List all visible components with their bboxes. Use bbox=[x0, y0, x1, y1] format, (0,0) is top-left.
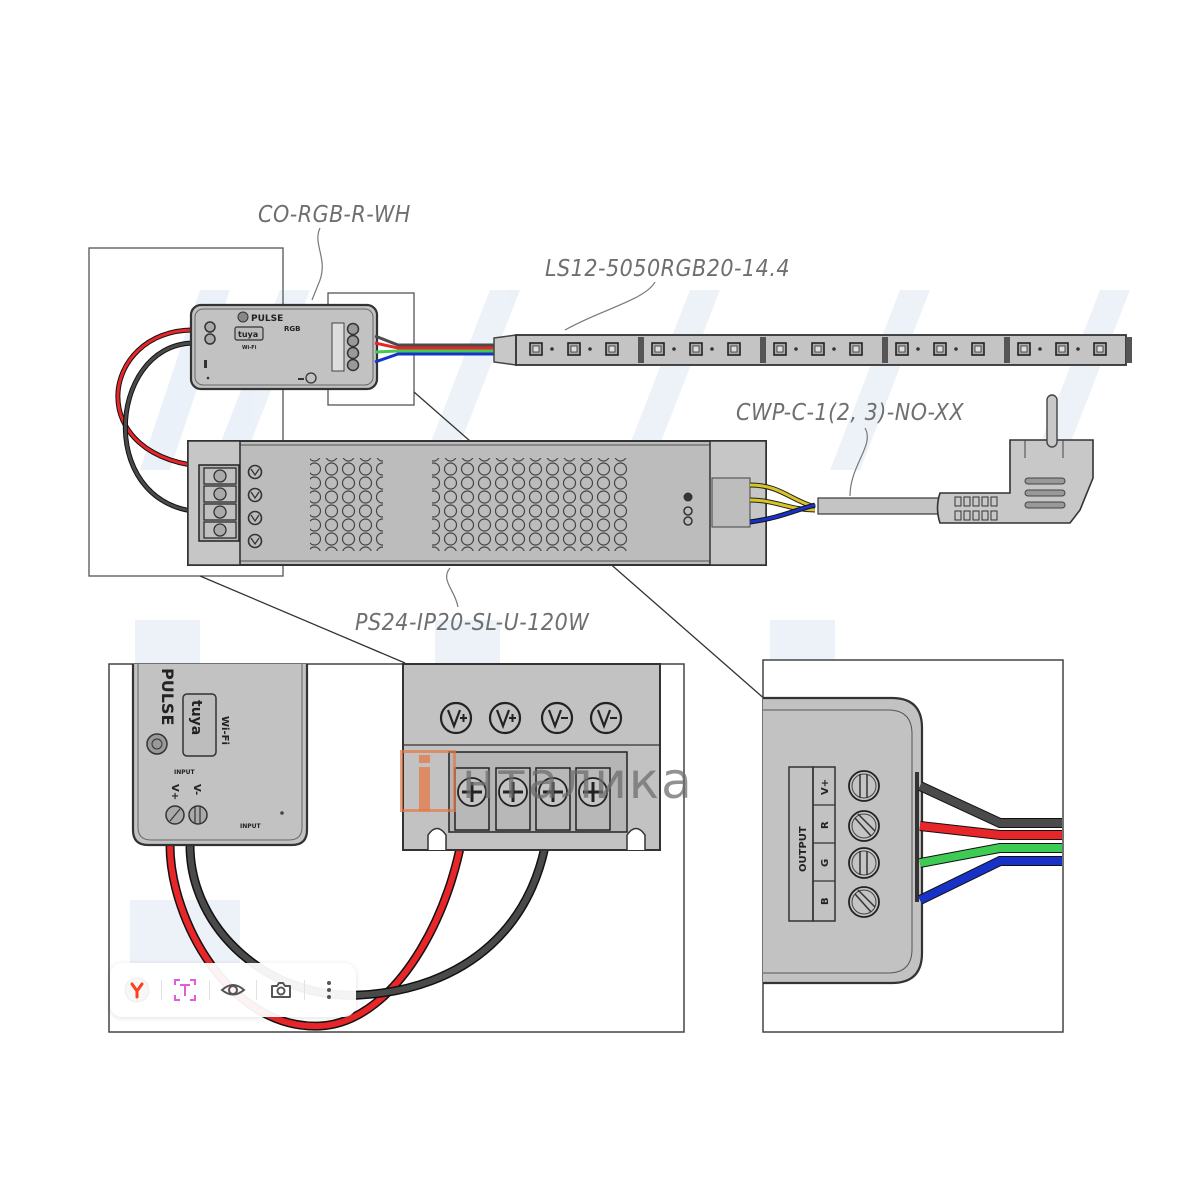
plug-grip-ridge bbox=[963, 510, 971, 521]
plug-grip-ridge bbox=[972, 510, 980, 521]
controller-closeup: PULSE tuya Wi-Fi INPUT V+ V- INPUT bbox=[131, 664, 309, 847]
screenshot-search-button[interactable] bbox=[263, 972, 298, 1008]
power-supply bbox=[187, 440, 767, 566]
resistor bbox=[1038, 347, 1042, 351]
plug-grip-ridge bbox=[954, 510, 962, 521]
plug-grip-ridge bbox=[981, 496, 989, 507]
output-terminal-screw bbox=[848, 886, 880, 918]
closeup-tuya-logo: tuya bbox=[188, 700, 204, 735]
voltage-symbol bbox=[247, 533, 263, 549]
closeup-pin-vplus: V+ bbox=[169, 784, 180, 800]
cut-mark bbox=[1004, 337, 1010, 363]
closeup-input-label-2: INPUT bbox=[240, 823, 262, 830]
controller-device: PULSE tuya Wi-Fi RGB bbox=[189, 303, 379, 391]
terminal-screw bbox=[213, 505, 227, 519]
resistor bbox=[1076, 347, 1080, 351]
cut-mark bbox=[638, 337, 644, 363]
output-pin-g: G bbox=[820, 859, 831, 867]
zoom-connector-left bbox=[199, 575, 406, 664]
psu-terminal-closeup bbox=[402, 663, 661, 851]
output-label: OUTPUT bbox=[798, 826, 809, 872]
resistor bbox=[588, 347, 592, 351]
ac-power-cable bbox=[749, 394, 1094, 525]
plug-grip-ridge bbox=[990, 496, 998, 507]
text-recognition-icon bbox=[174, 979, 197, 1001]
resistor bbox=[954, 347, 958, 351]
output-closeup: OUTPUT V+ R G B bbox=[763, 696, 1062, 985]
view-button[interactable] bbox=[216, 972, 251, 1008]
output-pin-r: R bbox=[820, 821, 831, 829]
voltage-symbol bbox=[247, 464, 263, 480]
rgb-wire-bundle bbox=[374, 334, 495, 364]
image-toolbar bbox=[110, 963, 356, 1017]
watermark-i-icon bbox=[400, 750, 456, 812]
toolbar-separator bbox=[160, 980, 162, 1000]
yandex-button[interactable] bbox=[120, 972, 155, 1008]
camera-icon bbox=[270, 982, 291, 998]
terminal-voltage-symbol bbox=[439, 701, 473, 735]
power-cable-leader-line bbox=[849, 427, 868, 497]
output-terminal-screw bbox=[848, 770, 880, 802]
input-closeup-frame bbox=[108, 663, 685, 1033]
resistor bbox=[550, 347, 554, 351]
led-strip-leader-line bbox=[564, 281, 656, 331]
controller-tuya-logo: tuya bbox=[238, 330, 258, 339]
watermark-text: нталика bbox=[462, 752, 694, 810]
voltage-symbol bbox=[247, 510, 263, 526]
power-supply-leader-line bbox=[446, 567, 459, 608]
controller-leader-line bbox=[311, 227, 323, 301]
text-recognition-button[interactable] bbox=[168, 972, 203, 1008]
terminal-voltage-symbol bbox=[540, 701, 574, 735]
cut-mark bbox=[882, 337, 888, 363]
controller-brand: PULSE bbox=[251, 314, 283, 324]
voltage-symbol bbox=[247, 487, 263, 503]
toolbar-separator bbox=[208, 980, 210, 1000]
terminal-screw bbox=[213, 487, 227, 501]
power-supply-label: PS24-IP20-SL-U-120W bbox=[355, 610, 590, 636]
resistor bbox=[916, 347, 920, 351]
output-pin-b: B bbox=[820, 897, 831, 905]
cut-mark bbox=[1126, 337, 1132, 363]
terminal-voltage-symbol bbox=[488, 701, 522, 735]
toolbar-separator bbox=[304, 980, 306, 1000]
controller-rgb-label: RGB bbox=[284, 325, 300, 333]
more-options-button[interactable] bbox=[311, 972, 346, 1008]
led-strip bbox=[493, 334, 1132, 366]
output-pin-vplus: V+ bbox=[820, 779, 831, 795]
yandex-logo-icon bbox=[124, 977, 150, 1003]
watermark-logo: нталика bbox=[400, 750, 694, 812]
power-cable-label: CWP-C-1(2, 3)-NO-XX bbox=[736, 400, 964, 426]
led-strip-label: LS12-5050RGB20-14.4 bbox=[545, 256, 790, 282]
input-detail-frame bbox=[88, 247, 284, 577]
plug-grip-ridge bbox=[981, 510, 989, 521]
resistor bbox=[710, 347, 714, 351]
closeup-input-label: INPUT bbox=[174, 769, 196, 776]
closeup-brand: PULSE bbox=[158, 668, 177, 725]
plug-grip-ridge bbox=[954, 496, 962, 507]
closeup-wifi-label: Wi-Fi bbox=[219, 716, 230, 745]
resistor bbox=[794, 347, 798, 351]
controller-wifi-label: Wi-Fi bbox=[242, 345, 257, 351]
plug-grip-ridge bbox=[990, 510, 998, 521]
terminal-screw bbox=[213, 523, 227, 537]
toolbar-separator bbox=[256, 980, 258, 1000]
closeup-pin-vminus: V- bbox=[191, 784, 202, 795]
output-terminal-screw bbox=[848, 810, 880, 842]
more-vertical-icon bbox=[326, 981, 331, 999]
plug-grip-ridge bbox=[972, 496, 980, 507]
plug-grip-ridge bbox=[963, 496, 971, 507]
terminal-voltage-symbol bbox=[589, 701, 623, 735]
eye-icon bbox=[220, 984, 246, 996]
output-terminal-screw bbox=[848, 847, 880, 879]
resistor bbox=[672, 347, 676, 351]
resistor bbox=[832, 347, 836, 351]
cut-mark bbox=[760, 337, 766, 363]
controller-label: CO-RGB-R-WH bbox=[258, 202, 411, 228]
terminal-screw bbox=[213, 469, 227, 483]
